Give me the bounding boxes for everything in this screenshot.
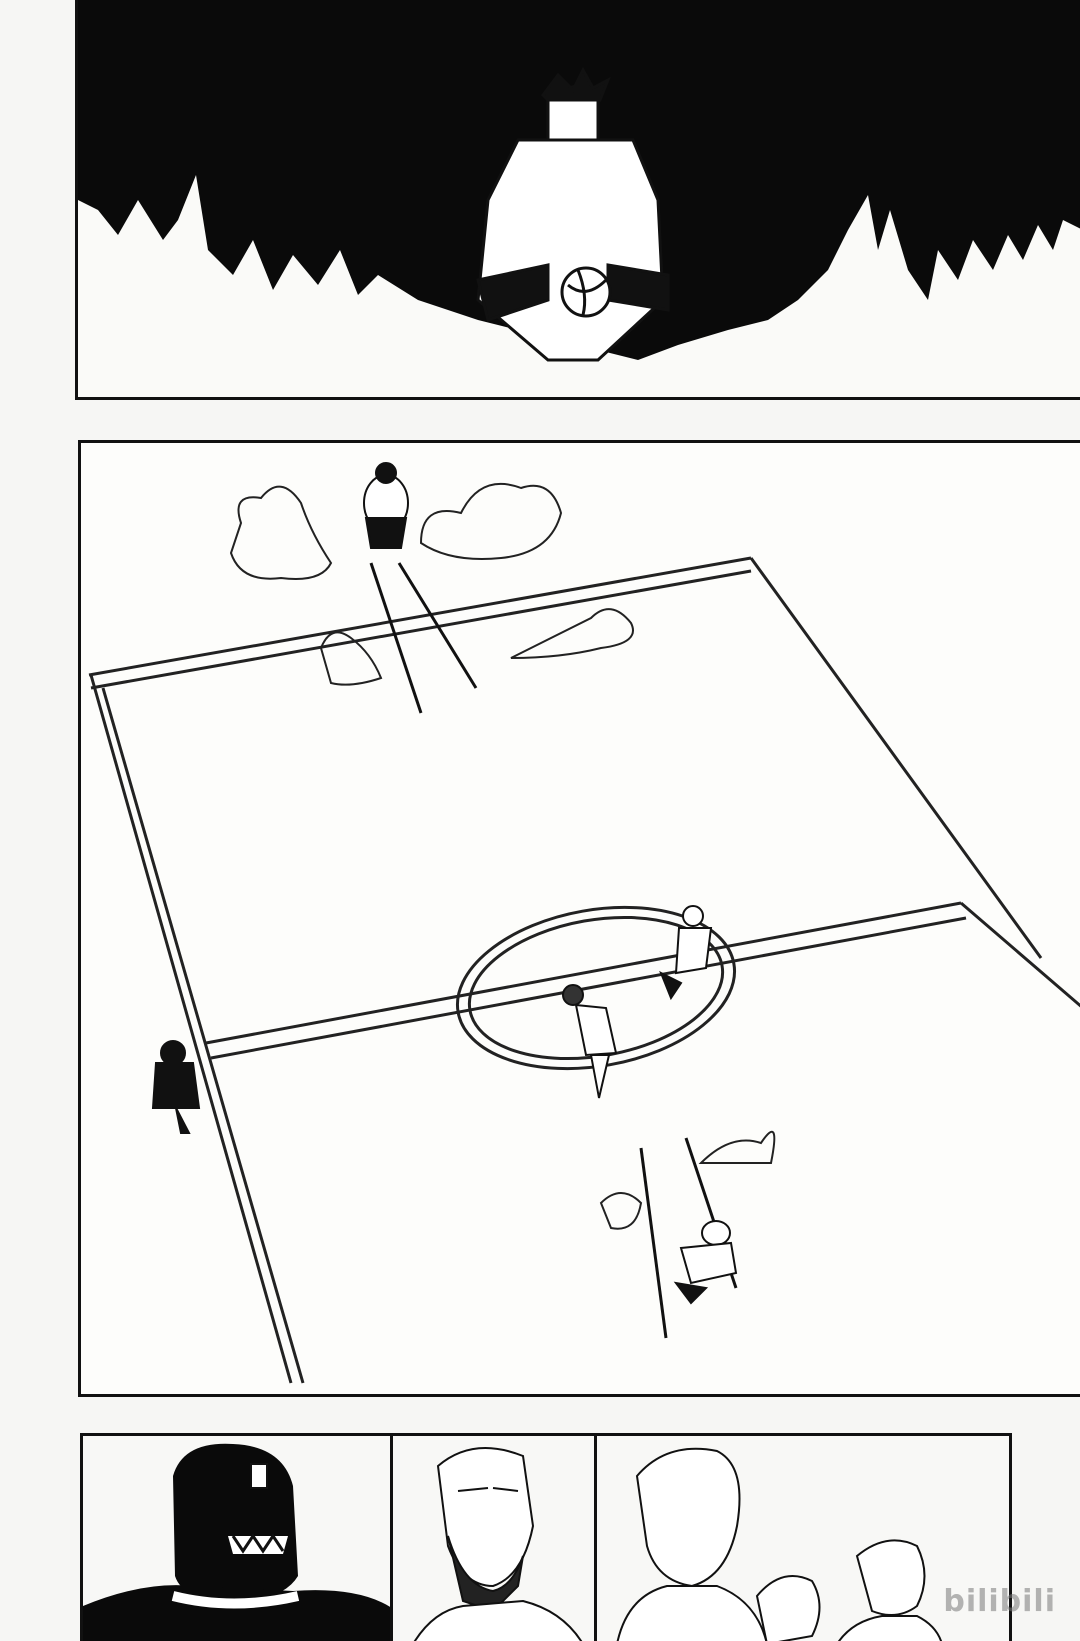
panel-top [75,0,1080,400]
dark-aura-scene [78,0,1080,362]
player-top [363,462,409,549]
player-lying [562,984,618,1099]
onlooker-large [616,1447,768,1641]
dust-clouds [229,483,776,1230]
onlookers-scene [616,1447,943,1641]
court-scene [88,462,1080,1384]
onlooker-small-left [755,1575,821,1641]
masked-shoulders [83,1585,390,1641]
panel-bottom-left [80,1433,393,1641]
panel-bottom-middle [393,1433,597,1641]
mask-eye-slot [250,1463,268,1489]
masked-head [173,1443,298,1601]
player-receiving [476,66,670,362]
panel-court [78,440,1080,1397]
bearded-man-scene [413,1447,583,1641]
court-lines [88,556,1080,1384]
player-bottom [673,1220,738,1305]
masked-figure-scene [83,1443,390,1641]
player-left-dark [151,1040,201,1134]
watermark: bilibili [943,1584,1056,1619]
onlooker-small-right [837,1539,943,1641]
player-center-right [659,905,713,1001]
panel-bottom-right [597,1433,1012,1641]
bearded-man [413,1447,583,1641]
